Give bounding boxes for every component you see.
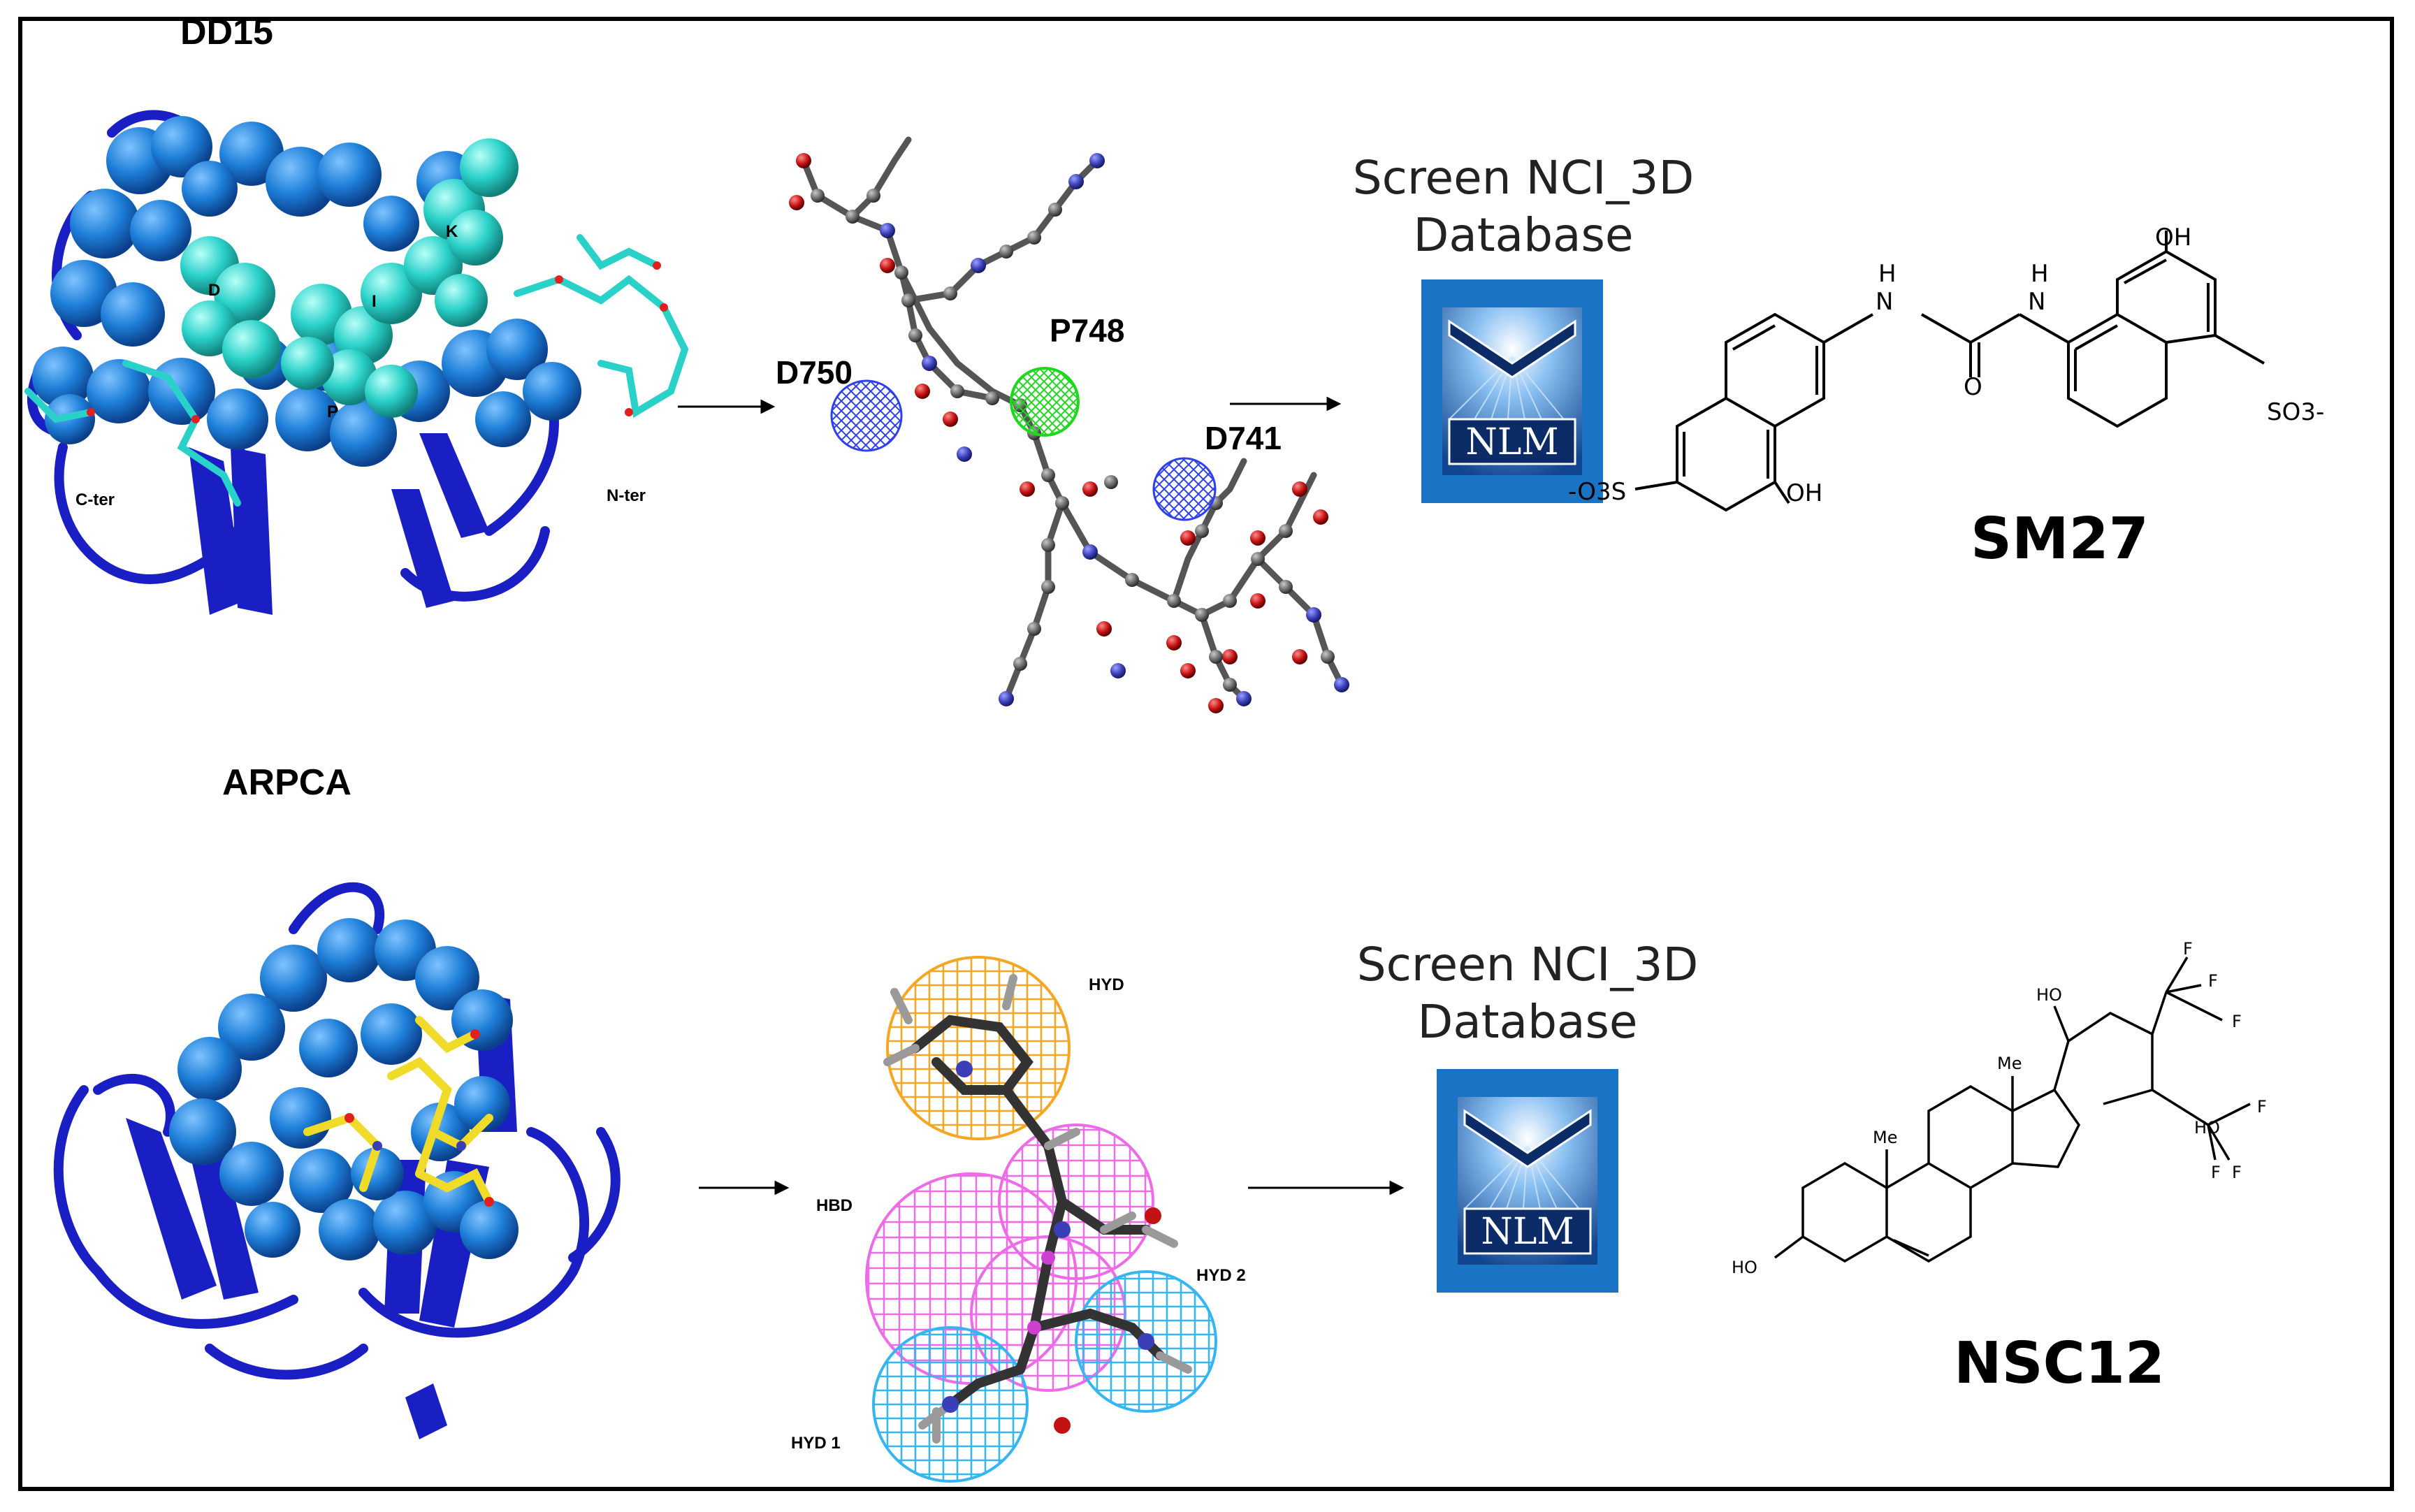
residue-label-d: D <box>208 281 221 300</box>
nsc12-structure <box>1774 957 2251 1263</box>
nlm-logo-text-bottom: NLM <box>1481 1211 1574 1253</box>
sm27-structure <box>1634 231 2265 512</box>
sm27-oh-top: OH <box>2155 224 2192 252</box>
arpca-protein-structure <box>53 882 621 1439</box>
hyd1-label: HYD 1 <box>791 1434 841 1453</box>
hbd-label: HBD <box>816 1196 853 1215</box>
nlm-logo-top: NLM <box>1421 279 1603 503</box>
hyd-label: HYD <box>1089 975 1124 994</box>
arrow-2 <box>1230 396 1342 412</box>
arrow-1 <box>678 399 776 414</box>
dd15-protein-structure <box>24 110 689 615</box>
sm27-n1: N <box>1876 288 1894 316</box>
nsc12-me-2: Me <box>1997 1054 2022 1073</box>
nsc12-f-6: F <box>2211 1163 2221 1182</box>
screen-line-1-top: Screen NCI_3D <box>1352 151 1695 205</box>
screen-line-2-bottom: Database <box>1417 995 1638 1049</box>
sm27-h2: H <box>2031 260 2049 288</box>
nsc12-f-4: F <box>2257 1097 2267 1117</box>
d741-mesh <box>1152 457 1217 521</box>
nsc12-f-3: F <box>2183 939 2193 959</box>
arpca-label: ARPCA <box>222 762 351 803</box>
nsc12-f-2: F <box>2232 1012 2242 1031</box>
nsc12-f-5: F <box>2232 1163 2242 1182</box>
sm27-oh-bottom: OH <box>1786 479 1823 507</box>
nsc12-ho-top: HO <box>2036 985 2062 1005</box>
arrow-3 <box>699 1180 790 1195</box>
dd15-label: DD15 <box>180 12 273 52</box>
hyd2-label: HYD 2 <box>1196 1266 1246 1285</box>
nsc12-f-1: F <box>2208 971 2218 991</box>
screen-database-bottom: Screen NCI_3D Database <box>1318 936 1737 1051</box>
dd15-pharmacophore-model <box>789 136 1349 713</box>
nlm-logo-bottom: NLM <box>1437 1069 1618 1293</box>
d750-label: D750 <box>776 354 853 391</box>
nsc12-compound-name: NSC12 <box>1954 1330 2165 1397</box>
sm27-h1: H <box>1878 260 1897 288</box>
residue-label-p: P <box>327 402 339 421</box>
nlm-logo-text-top: NLM <box>1465 421 1558 463</box>
arpca-pharmacophore-model <box>865 956 1217 1483</box>
nsc12-ho-mid: HO <box>2194 1118 2220 1137</box>
d750-mesh <box>830 379 903 452</box>
sm27-compound-name: SM27 <box>1971 506 2149 572</box>
sm27-o: O <box>1964 373 1982 401</box>
hyd-mesh <box>886 956 1071 1140</box>
p748-mesh <box>1010 367 1080 437</box>
screen-database-top: Screen NCI_3D Database <box>1314 150 1733 264</box>
residue-label-i: I <box>372 292 377 311</box>
sm27-so3-right: SO3- <box>2267 398 2325 426</box>
arrow-4 <box>1248 1180 1405 1195</box>
residue-label-k: K <box>446 222 458 241</box>
sm27-n2: N <box>2028 288 2046 316</box>
screen-line-2-top: Database <box>1413 208 1634 262</box>
nsc12-me-1: Me <box>1873 1128 1898 1147</box>
d741-label: D741 <box>1205 420 1282 456</box>
sm27-so3-left: -O3S <box>1568 478 1627 506</box>
p748-label: P748 <box>1050 312 1125 349</box>
c-terminus-label: C-ter <box>75 490 115 509</box>
n-terminus-label: N-ter <box>607 486 646 505</box>
nsc12-ho-left: HO <box>1732 1258 1757 1277</box>
screen-line-1-bottom: Screen NCI_3D <box>1356 938 1699 991</box>
